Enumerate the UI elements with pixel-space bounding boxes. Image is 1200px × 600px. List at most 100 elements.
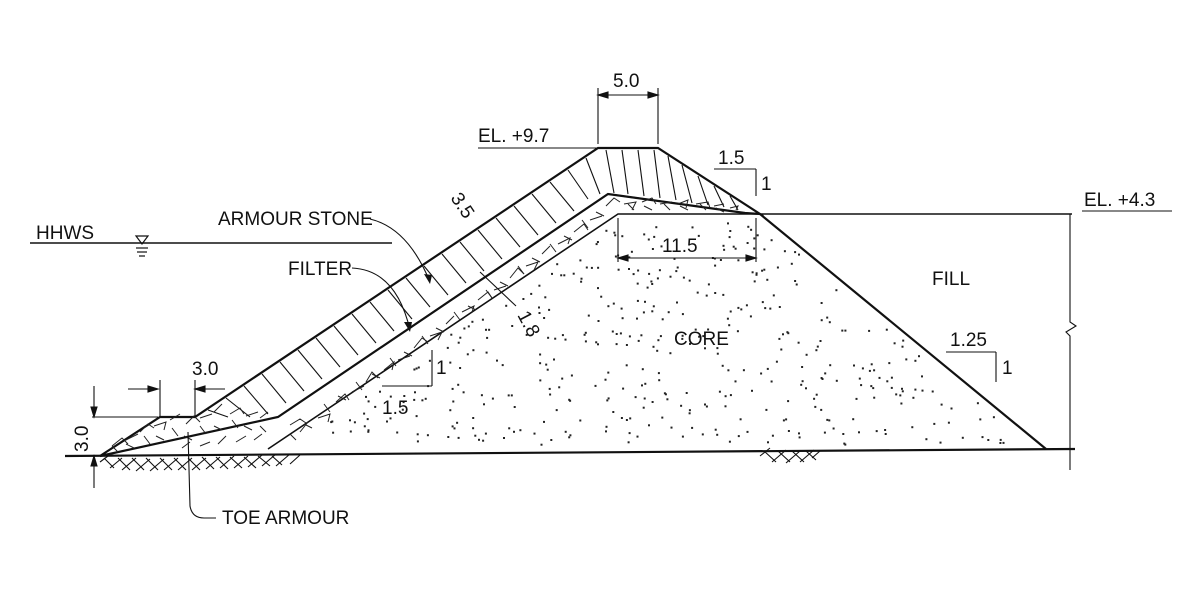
armour-layer bbox=[99, 146, 765, 458]
core-stipple-dot bbox=[580, 277, 583, 280]
core-stipple-dot bbox=[764, 307, 767, 310]
hhws-label: HHWS bbox=[36, 223, 94, 244]
core-stipple-dot bbox=[607, 305, 610, 308]
core-stipple-dot bbox=[467, 325, 470, 328]
landward-slope-h: 1.25 bbox=[950, 330, 987, 351]
core-stipple-dot bbox=[681, 313, 684, 316]
core-stipple-dot bbox=[816, 345, 819, 348]
core-stipple-dot bbox=[661, 318, 664, 321]
core-stipple-dot bbox=[681, 334, 684, 337]
core-stipple-dot bbox=[651, 310, 654, 313]
core-stipple-dot bbox=[842, 433, 845, 435]
core-stipple-dot bbox=[795, 283, 798, 286]
seaward-slope-v: 1 bbox=[436, 358, 447, 379]
core-stipple-dot bbox=[428, 359, 431, 362]
core-stipple-dot bbox=[775, 360, 778, 363]
seaward-slope-h: 1.5 bbox=[382, 398, 408, 419]
core-stipple-dot bbox=[459, 336, 462, 339]
core-top-width-label: 11.5 bbox=[662, 236, 698, 257]
core-stipple-dot bbox=[751, 271, 754, 274]
core-stipple-dot bbox=[766, 278, 769, 281]
core-stipple-dot bbox=[782, 333, 784, 336]
core-stipple-dot bbox=[644, 300, 646, 303]
core-stipple-dot bbox=[828, 321, 831, 324]
filter-label: FILTER bbox=[288, 259, 352, 280]
core-stipple-dot bbox=[714, 292, 717, 294]
core-stipple-dot bbox=[590, 266, 593, 269]
core-stipple-dot bbox=[746, 242, 749, 244]
core-stipple-dot bbox=[688, 279, 691, 282]
core-stipple-dot bbox=[486, 336, 489, 339]
break-line bbox=[1065, 214, 1078, 470]
core-stipple-dot bbox=[682, 276, 685, 279]
core-stipple-dot bbox=[551, 272, 553, 275]
core-stipple-dot bbox=[676, 266, 679, 269]
core-stipple-dot bbox=[868, 329, 871, 332]
core-stipple-dot bbox=[939, 441, 942, 444]
toe-height-dimension bbox=[90, 386, 158, 488]
core-stipple-dot bbox=[456, 421, 459, 424]
core-stipple-dot bbox=[835, 289, 838, 292]
core-stipple-dot bbox=[447, 436, 450, 438]
core-stipple-dot bbox=[367, 400, 370, 403]
core-stipple-dot bbox=[669, 275, 672, 278]
core-stipple-dot bbox=[716, 433, 719, 436]
core-stipple-dot bbox=[647, 238, 650, 241]
core-stipple-dot bbox=[705, 294, 708, 297]
core-stipple-dot bbox=[911, 426, 914, 429]
core-stipple-dot bbox=[620, 307, 623, 310]
core-stipple-dot bbox=[841, 329, 844, 332]
core-stipple-dot bbox=[702, 335, 705, 338]
armour-stone-label: ARMOUR STONE bbox=[218, 209, 373, 230]
core-stipple-dot bbox=[530, 292, 533, 295]
core-stipple-dot bbox=[485, 328, 487, 331]
core-stipple-dot bbox=[734, 380, 737, 383]
core-stipple-dot bbox=[716, 352, 719, 355]
toe-width-label: 3.0 bbox=[192, 359, 218, 380]
core-stipple-dot bbox=[747, 225, 750, 228]
core-stipple-dot bbox=[568, 398, 571, 401]
core-stipple-dot bbox=[771, 434, 774, 437]
core-stipple-dot bbox=[644, 382, 647, 385]
core-stipple-dot bbox=[519, 429, 522, 432]
core-stipple-dot bbox=[611, 330, 614, 333]
core-stipple-dot bbox=[697, 234, 700, 237]
core-stipple-dot bbox=[868, 369, 871, 372]
core-stipple-dot bbox=[753, 237, 756, 240]
core-stipple-dot bbox=[657, 372, 660, 375]
core-stipple-dot bbox=[675, 270, 678, 273]
core-stipple-dot bbox=[728, 236, 731, 239]
core-stipple-dot bbox=[797, 341, 800, 344]
core-stipple-dot bbox=[597, 343, 599, 346]
landward-slope bbox=[759, 213, 1047, 450]
core-stipple-dot bbox=[728, 440, 731, 443]
core-stipple-dot bbox=[540, 443, 543, 446]
core-stipple-dot bbox=[450, 333, 453, 336]
core-stipple-dot bbox=[670, 426, 673, 429]
core-stipple-dot bbox=[655, 226, 658, 229]
core-stipple-dot bbox=[861, 367, 864, 370]
core-stipple-dot bbox=[999, 438, 1002, 441]
crest-back-slope-v: 1 bbox=[761, 174, 772, 195]
core-stipple-dot bbox=[721, 364, 724, 367]
core-stipple-dot bbox=[622, 387, 625, 390]
core-stipple-dot bbox=[727, 222, 729, 225]
core-stipple-dot bbox=[511, 325, 514, 327]
core-stipple-dot bbox=[416, 440, 419, 443]
core-label: CORE bbox=[674, 329, 729, 350]
core-stipple-dot bbox=[736, 330, 739, 333]
core-stipple-dot bbox=[597, 320, 600, 322]
core-stipple-dot bbox=[417, 366, 420, 369]
core-stipple-dot bbox=[858, 431, 860, 434]
core-stipple-dot bbox=[669, 352, 672, 355]
core-stipple-dot bbox=[569, 434, 572, 437]
core-stipple-dot bbox=[367, 429, 370, 432]
core-stipple-dot bbox=[491, 397, 494, 400]
core-stipple-dot bbox=[462, 391, 465, 394]
core-stipple-dot bbox=[823, 431, 826, 434]
filter-leader bbox=[351, 267, 411, 331]
core-stipple-dot bbox=[472, 427, 475, 430]
core-stipple-dot bbox=[401, 408, 404, 411]
core-stipple-dot bbox=[510, 394, 513, 397]
core-stipple-dot bbox=[661, 416, 664, 419]
